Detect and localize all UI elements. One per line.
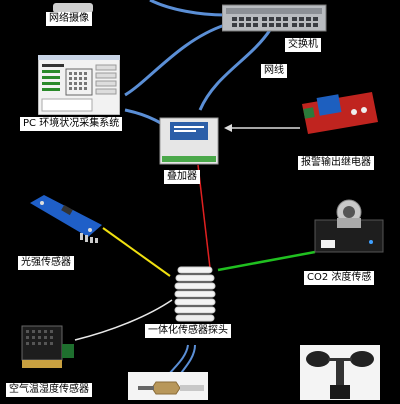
network-cable-pc — [124, 23, 226, 97]
superimposer-icon — [159, 117, 219, 165]
integrated-probe-label: 一体化传感器探头 — [145, 324, 231, 338]
network-camera-label: 网络摄像 — [46, 12, 92, 26]
alarm-relay-label: 报警输出继电器 — [298, 156, 374, 170]
radiation-shield-icon — [174, 266, 216, 322]
alarm-relay — [294, 88, 380, 138]
cable-label: 网线 — [261, 64, 287, 78]
pc-system-screen — [37, 54, 121, 116]
camera-icon — [53, 3, 93, 13]
metal-probe-icon — [128, 372, 208, 400]
pc-system-label: PC 环境状况采集系统 — [20, 117, 123, 131]
light-sensor — [26, 193, 104, 243]
white-wire — [74, 299, 173, 341]
temperature-probe — [128, 372, 208, 400]
network-camera — [48, 0, 98, 13]
superimposer-label: 叠加器 — [164, 170, 200, 184]
green-wire — [217, 250, 316, 272]
anemometer-icon — [300, 345, 380, 400]
air-temp-humidity-sensor — [20, 322, 76, 372]
co2-sensor-label: CO2 浓度传感 — [304, 271, 375, 285]
alarm-arrow — [224, 124, 232, 132]
yellow-wire — [102, 227, 171, 277]
light-sensor-label: 光强传感器 — [18, 256, 74, 270]
temp-humidity-module-icon — [21, 325, 74, 368]
switch-label: 交换机 — [285, 38, 321, 52]
relay-board-icon — [302, 92, 378, 134]
red-wire — [197, 164, 211, 269]
network-cable-switch-down — [198, 29, 272, 111]
network-switch — [221, 3, 327, 33]
superimposer-device — [158, 116, 220, 166]
software-window-icon — [37, 54, 121, 116]
switch-icon — [221, 4, 327, 32]
air-temp-humidity-label: 空气温湿度传感器 — [6, 383, 92, 397]
anemometer — [300, 345, 380, 400]
co2-sensor — [313, 198, 385, 254]
network-cable-camera — [149, 0, 226, 17]
co2-sensor-board-icon — [314, 199, 384, 253]
light-sensor-board-icon — [30, 195, 102, 243]
integrated-probe — [170, 265, 220, 325]
